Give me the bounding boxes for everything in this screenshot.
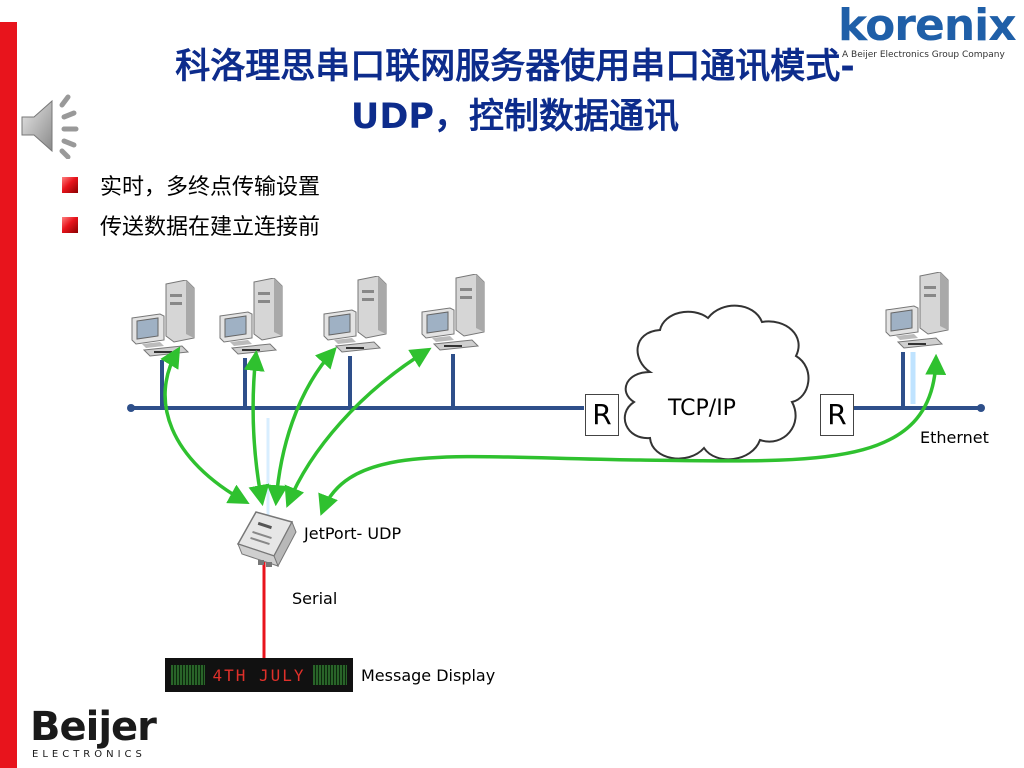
left-accent-bar <box>0 22 17 768</box>
computer-1 <box>131 280 195 357</box>
bullet-text: 传送数据在建立连接前 <box>100 215 321 240</box>
backbone-end-right <box>977 404 985 412</box>
bullet-marker <box>62 177 78 193</box>
display-led-grid-right <box>313 665 347 685</box>
bullet-item: 传送数据在建立连接前 <box>62 205 320 245</box>
router-left: R <box>585 394 619 436</box>
korenix-tagline: A Beijer Electronics Group Company <box>842 50 1005 60</box>
speaker-icon[interactable] <box>18 93 90 159</box>
computer-4 <box>421 274 485 351</box>
bullet-text: 实时，多终点传输设置 <box>100 175 321 200</box>
korenix-logo: korenix A Beijer Electronics Group Compa… <box>838 4 1018 64</box>
udp-link-computer-1 <box>160 346 250 505</box>
display-led-grid-left <box>171 665 205 685</box>
router-right: R <box>820 394 854 436</box>
title-line-1: 科洛理思串口联网服务器使用串口通讯模式- <box>175 47 855 87</box>
computer-2 <box>219 278 283 355</box>
beijer-logo: Beijer ELECTRONICS <box>30 705 170 765</box>
computer-3 <box>323 276 387 353</box>
display-text: 4TH JULY <box>212 665 306 685</box>
udp-link-computer-4 <box>284 347 432 508</box>
title-line-2: UDP，控制数据通讯 <box>350 97 680 137</box>
bullet-item: 实时，多终点传输设置 <box>62 165 320 205</box>
slide-title: 科洛理思串口联网服务器使用串口通讯模式- UDP，控制数据通讯 <box>40 42 990 142</box>
tcp-ip-cloud <box>623 304 810 461</box>
beijer-logo-text: Beijer <box>30 704 157 750</box>
udp-link-remote-computer <box>318 353 947 516</box>
cloud-label: TCP/IP <box>668 396 736 421</box>
udp-link-computer-3 <box>266 346 337 507</box>
korenix-logo-text: korenix <box>838 0 1017 51</box>
beijer-logo-subtitle: ELECTRONICS <box>32 749 146 760</box>
ethernet-label: Ethernet <box>920 428 989 447</box>
display-label: Message Display <box>361 666 496 685</box>
backbone-end-left <box>127 404 135 412</box>
bullet-list: 实时，多终点传输设置 传送数据在建立连接前 <box>62 165 320 245</box>
computer-remote <box>885 272 949 349</box>
serial-label: Serial <box>292 589 338 608</box>
bullet-marker <box>62 217 78 233</box>
udp-link-computer-2 <box>243 349 270 507</box>
device-label: JetPort- UDP <box>304 524 402 543</box>
message-display: 4TH JULY <box>165 658 353 692</box>
jetport-device <box>236 511 297 568</box>
